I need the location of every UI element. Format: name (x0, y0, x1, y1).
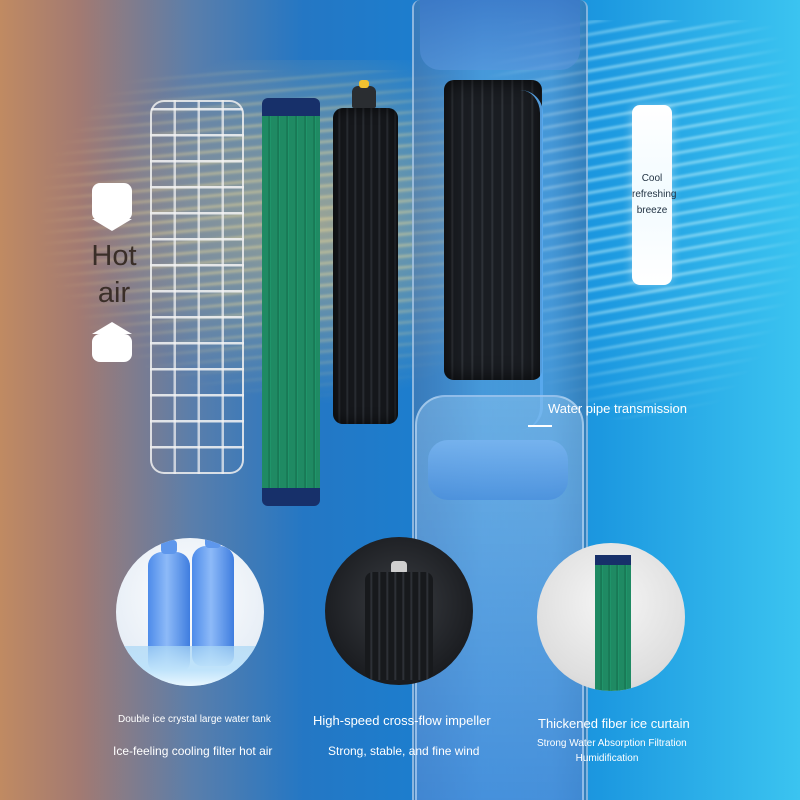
cool-breeze-card: Cool refreshing breeze (632, 105, 677, 285)
arrow-down-icon (92, 183, 132, 231)
hot-air-label: Hot air (84, 238, 144, 312)
impeller-cap (352, 80, 376, 108)
arrow-up-icon (92, 322, 132, 362)
feature-3-title: Thickened fiber ice curtain (538, 716, 690, 731)
cool-breeze-label: Cool refreshing breeze (632, 173, 677, 216)
water-pipe-pointer (528, 425, 552, 427)
ice-crystal-icon (116, 646, 264, 686)
tower-inner-impeller (444, 80, 542, 380)
feature-1-title: Double ice crystal large water tank (118, 714, 271, 725)
impeller-closeup (325, 537, 473, 685)
water-tank-closeup (116, 538, 264, 686)
tower-fan-head (420, 0, 580, 70)
hot-air-word: Hot (91, 240, 137, 272)
filter-cage (150, 100, 244, 474)
water-tank-lid (428, 440, 568, 500)
feature-2-subtitle: Strong, stable, and fine wind (328, 744, 480, 758)
water-pipe-label: Water pipe transmission (548, 401, 687, 416)
feature-2-title: High-speed cross-flow impeller (313, 713, 491, 728)
feature-1-subtitle: Ice-feeling cooling filter hot air (113, 744, 273, 758)
hot-air-word: air (97, 277, 131, 309)
impeller-cap-icon (391, 561, 407, 575)
ice-curtain-icon (595, 555, 631, 691)
feature-3-subtitle: Strong Water Absorption Filtration Humid… (537, 738, 687, 764)
impeller-icon (365, 572, 433, 680)
water-pipe (520, 90, 543, 430)
cross-flow-impeller (333, 108, 398, 424)
ice-curtain (262, 98, 320, 506)
ice-curtain-closeup (537, 543, 685, 691)
